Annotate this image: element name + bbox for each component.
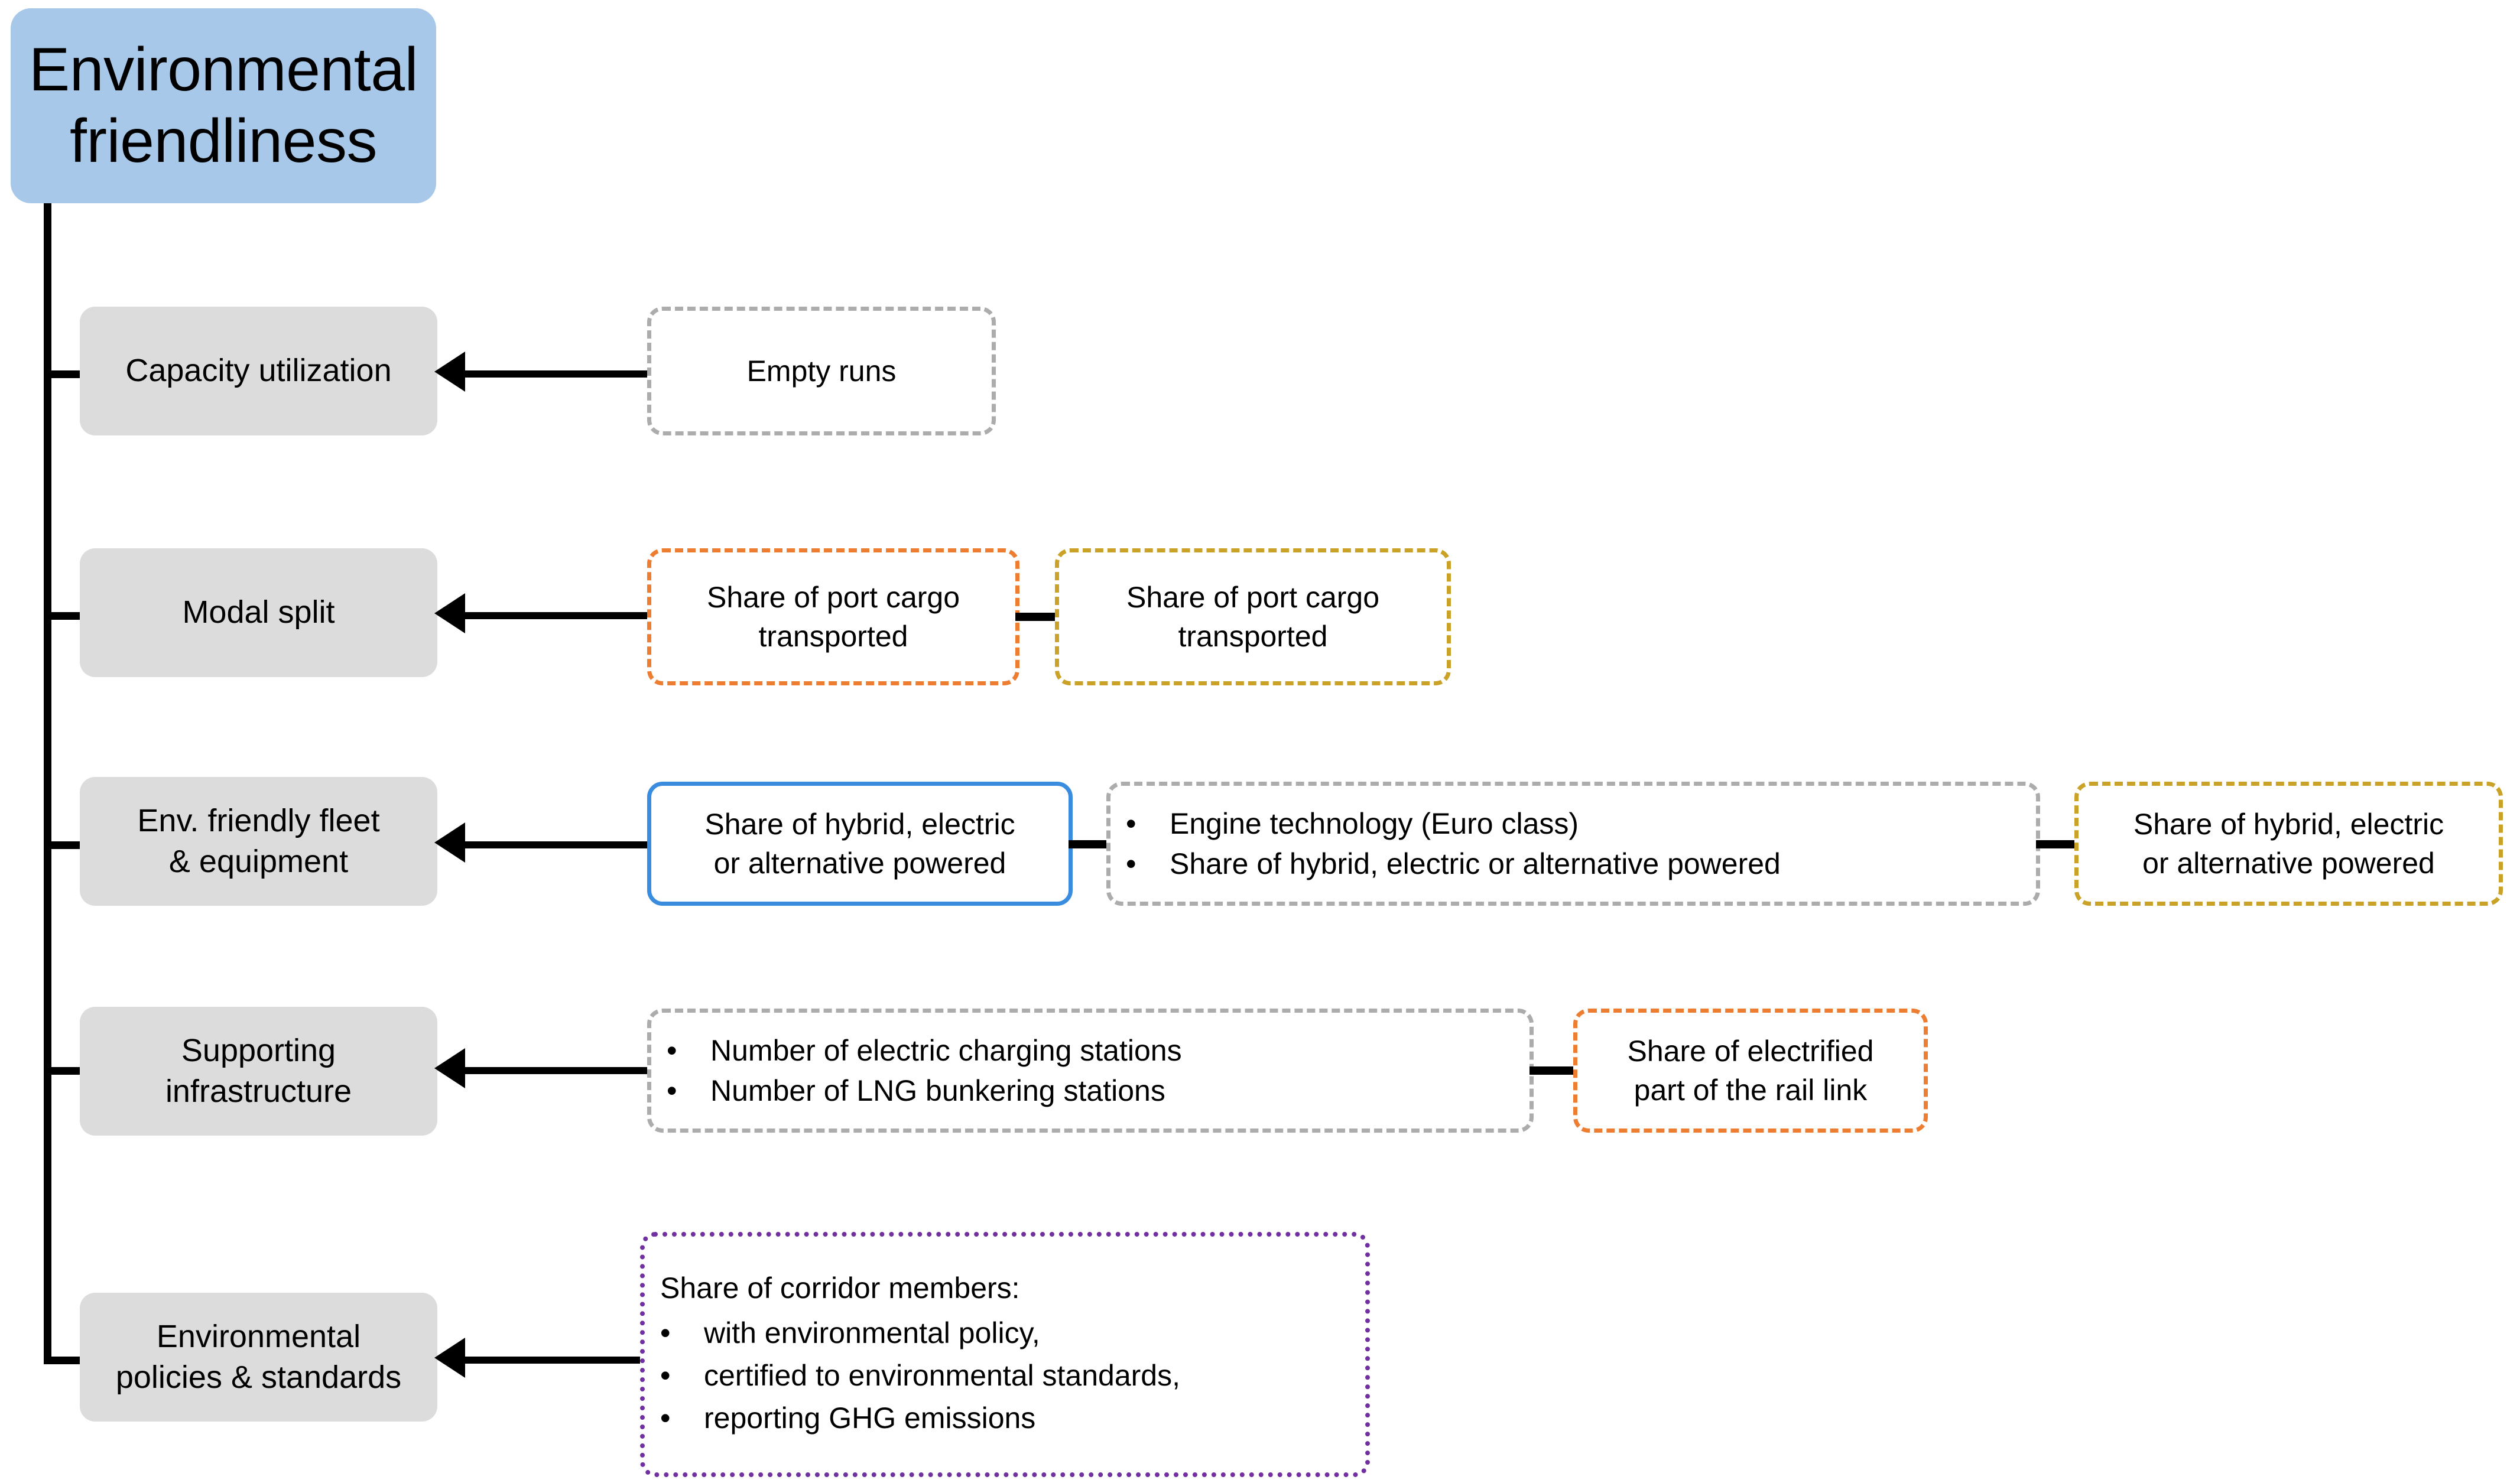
link-bar-3b bbox=[2036, 840, 2079, 848]
category-label-4-line1: Supporting bbox=[181, 1032, 336, 1068]
kpi-bullet-5-1-3: reporting GHG emissions bbox=[704, 1401, 1036, 1435]
list-item: • reporting GHG emissions bbox=[660, 1399, 1350, 1438]
category-label-1: Capacity utilization bbox=[125, 353, 392, 389]
bullet-icon: • bbox=[667, 1034, 677, 1067]
category-box-supporting-infrastructure: Supporting infrastructure bbox=[80, 1007, 437, 1136]
bullet-icon: • bbox=[1126, 807, 1136, 840]
list-item: • Number of LNG bunkering stations bbox=[667, 1071, 1514, 1110]
kpi-text-2-1-line2: transported bbox=[758, 620, 908, 653]
kpi-text-4-2-line2: part of the rail link bbox=[1634, 1074, 1868, 1107]
category-label-5-line1: Environmental bbox=[156, 1318, 361, 1354]
root-node-label: Environmental friendliness bbox=[28, 35, 418, 175]
category-box-modal-split: Modal split bbox=[80, 548, 437, 677]
category-box-environmental-policies: Environmental policies & standards bbox=[80, 1293, 437, 1422]
link-bar-3a bbox=[1069, 840, 1111, 848]
kpi-bullet-3-2-2: Share of hybrid, electric or alternative… bbox=[1170, 847, 1781, 880]
kpi-bullet-list-4-1: • Number of electric charging stations •… bbox=[667, 1030, 1514, 1111]
kpi-text-2-2-line2: transported bbox=[1178, 620, 1328, 653]
arrow-head-2 bbox=[434, 593, 465, 633]
kpi-bullet-4-1-1: Number of electric charging stations bbox=[710, 1034, 1182, 1067]
category-box-capacity-utilization: Capacity utilization bbox=[80, 307, 437, 435]
link-bar-4 bbox=[1529, 1066, 1577, 1075]
bullet-icon: • bbox=[660, 1401, 671, 1435]
kpi-box-share-hybrid-blue: Share of hybrid, electric or alternative… bbox=[647, 782, 1073, 906]
kpi-box-share-electrified-rail: Share of electrified part of the rail li… bbox=[1573, 1009, 1928, 1133]
kpi-bullet-list-3-2: • Engine technology (Euro class) • Share… bbox=[1126, 803, 2021, 884]
list-item: • Number of electric charging stations bbox=[667, 1031, 1514, 1070]
kpi-text-2-1-line1: Share of port cargo bbox=[706, 581, 960, 614]
kpi-bullet-5-1-1: with environmental policy, bbox=[704, 1316, 1040, 1349]
kpi-box-share-hybrid-gold: Share of hybrid, electric or alternative… bbox=[2074, 782, 2503, 906]
list-item: • certified to environmental standards, bbox=[660, 1356, 1350, 1395]
kpi-box-share-port-cargo-orange: Share of port cargo transported bbox=[647, 548, 1019, 685]
kpi-lead-5-1: Share of corridor members: bbox=[660, 1271, 1020, 1305]
branch-stub-1 bbox=[44, 370, 84, 378]
branch-stub-5 bbox=[44, 1357, 84, 1364]
kpi-bullet-5-1-2: certified to environmental standards, bbox=[704, 1358, 1180, 1392]
category-box-env-friendly-fleet: Env. friendly fleet & equipment bbox=[80, 777, 437, 906]
arrow-head-4 bbox=[434, 1048, 465, 1088]
link-bar-2 bbox=[1015, 613, 1060, 621]
category-label-3-line2: & equipment bbox=[168, 844, 349, 879]
arrow-line-1 bbox=[464, 370, 647, 378]
kpi-box-engine-technology: • Engine technology (Euro class) • Share… bbox=[1106, 782, 2040, 906]
list-item: • with environmental policy, bbox=[660, 1313, 1350, 1352]
list-item: • Engine technology (Euro class) bbox=[1126, 804, 2021, 843]
kpi-text-2-2-line1: Share of port cargo bbox=[1126, 581, 1380, 614]
kpi-box-share-port-cargo-gold: Share of port cargo transported bbox=[1055, 548, 1451, 685]
root-node: Environmental friendliness bbox=[11, 8, 436, 203]
arrow-line-2 bbox=[464, 612, 647, 619]
kpi-text-4-2-line1: Share of electrified bbox=[1627, 1035, 1874, 1068]
arrow-head-1 bbox=[434, 352, 465, 392]
category-label-5-line2: policies & standards bbox=[115, 1360, 402, 1395]
arrow-line-4 bbox=[464, 1067, 647, 1074]
category-label-3-line1: Env. friendly fleet bbox=[137, 802, 380, 838]
kpi-text-1-1: Empty runs bbox=[746, 355, 897, 388]
kpi-box-empty-runs: Empty runs bbox=[647, 307, 996, 435]
kpi-bullet-list-5-1: • with environmental policy, • certified… bbox=[660, 1310, 1350, 1441]
kpi-box-share-corridor-members: Share of corridor members: • with enviro… bbox=[640, 1232, 1370, 1477]
kpi-text-3-1-line2: or alternative powered bbox=[713, 847, 1006, 880]
branch-stub-3 bbox=[44, 841, 84, 849]
branch-stub-4 bbox=[44, 1067, 84, 1075]
kpi-bullet-3-2-1: Engine technology (Euro class) bbox=[1170, 807, 1579, 840]
kpi-bullet-4-1-2: Number of LNG bunkering stations bbox=[710, 1074, 1165, 1107]
bullet-icon: • bbox=[667, 1074, 677, 1107]
category-label-2: Modal split bbox=[182, 594, 335, 630]
kpi-text-3-3-line2: or alternative powered bbox=[2142, 847, 2435, 880]
bullet-icon: • bbox=[660, 1316, 671, 1349]
list-item: • Share of hybrid, electric or alternati… bbox=[1126, 844, 2021, 883]
arrow-head-5 bbox=[434, 1338, 465, 1378]
arrow-head-3 bbox=[434, 822, 465, 863]
kpi-text-3-3-line1: Share of hybrid, electric bbox=[2133, 808, 2444, 841]
category-label-4-line2: infrastructure bbox=[165, 1074, 352, 1109]
bullet-icon: • bbox=[660, 1358, 671, 1392]
kpi-text-3-1-line1: Share of hybrid, electric bbox=[704, 808, 1015, 841]
bullet-icon: • bbox=[1126, 847, 1136, 880]
kpi-box-charging-bunkering-stations: • Number of electric charging stations •… bbox=[647, 1009, 1534, 1133]
arrow-line-5 bbox=[464, 1357, 647, 1364]
arrow-line-3 bbox=[464, 841, 647, 848]
branch-stub-2 bbox=[44, 612, 84, 620]
